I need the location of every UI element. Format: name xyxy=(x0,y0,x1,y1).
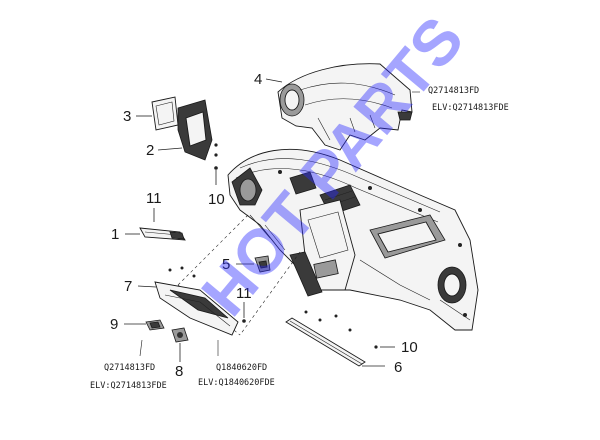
screw-dot xyxy=(334,314,338,318)
screw-dot xyxy=(348,328,352,332)
callout-9: 9 xyxy=(110,316,118,333)
screw-11-icon xyxy=(242,319,246,323)
screw-dot xyxy=(168,268,172,272)
part-8-lock xyxy=(171,327,189,343)
dashboard-main-body xyxy=(227,148,479,331)
part-2-side-cover xyxy=(177,99,218,161)
callout-4: 4 xyxy=(254,71,262,88)
part-9-latch xyxy=(145,319,165,331)
code-bottom-mid-1: Q1840620FD xyxy=(216,363,267,373)
screw-dot xyxy=(180,266,184,270)
callout-1: 1 xyxy=(111,226,119,243)
callout-2: 2 xyxy=(146,142,154,159)
screw-dot xyxy=(318,318,322,322)
callout-6: 6 xyxy=(394,359,402,376)
callout-8: 8 xyxy=(175,363,183,380)
leader-7 xyxy=(137,285,157,288)
part-1-trim-strip xyxy=(139,227,186,241)
screw-dot xyxy=(214,153,218,157)
leader-4 xyxy=(265,78,283,83)
callout-11b: 11 xyxy=(236,285,252,302)
screw-dot xyxy=(214,143,218,147)
screw-dot xyxy=(192,274,196,278)
callout-7: 7 xyxy=(124,278,132,295)
code-bottom-left-2: ELV:Q2714813FDE xyxy=(90,381,167,391)
screw-10-icon xyxy=(214,166,218,170)
part-7-glove-panel xyxy=(154,281,239,336)
callout-10b: 10 xyxy=(401,339,418,356)
code-bottom-mid-2: ELV:Q1840620FDE xyxy=(198,378,275,388)
screw-dot xyxy=(304,310,308,314)
part-6-trim-bar xyxy=(285,317,366,367)
callout-11a: 11 xyxy=(146,190,162,207)
part-3-gasket xyxy=(151,96,179,131)
callout-3: 3 xyxy=(123,108,131,125)
code-top-right-2: ELV:Q2714813FDE xyxy=(432,103,509,113)
leader-code-bl xyxy=(139,339,143,357)
code-bottom-left-1: Q2714813FD xyxy=(104,363,155,373)
leader-2 xyxy=(157,147,183,151)
screw-10-icon xyxy=(374,345,378,349)
code-top-right-1: Q2714813FD xyxy=(428,86,479,96)
part-5-clip xyxy=(254,255,271,273)
assembly-line xyxy=(239,251,301,336)
callout-5: 5 xyxy=(222,256,230,273)
assembly-line xyxy=(177,214,249,286)
part-4-cluster-hood xyxy=(277,63,413,151)
callout-10a: 10 xyxy=(208,191,225,208)
